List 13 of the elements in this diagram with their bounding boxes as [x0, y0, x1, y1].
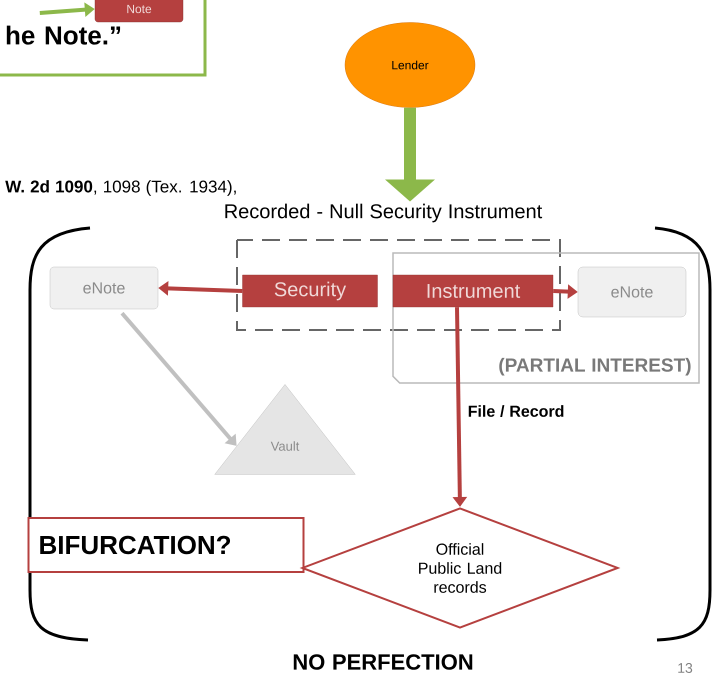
vault-triangle: Vault [214, 384, 356, 475]
page-number: 13 [678, 663, 692, 673]
citation-text: W. 2d 1090, 1098 (Tex. 1934), [5, 180, 236, 196]
note-box: Note [94, 0, 184, 22]
arrow [385, 108, 435, 202]
edge-label: File / Record [466, 404, 566, 418]
instrument-bar: Instrument [392, 274, 554, 308]
question-box: BIFURCATION? [28, 517, 304, 573]
enote-box: eNote [578, 266, 686, 318]
security-bar: Security [242, 274, 378, 308]
enote-box: eNote [50, 266, 158, 310]
heading-text: Recorded - Null Security Instrument [225, 204, 542, 222]
footer-text: NO PERFECTION [294, 654, 472, 670]
